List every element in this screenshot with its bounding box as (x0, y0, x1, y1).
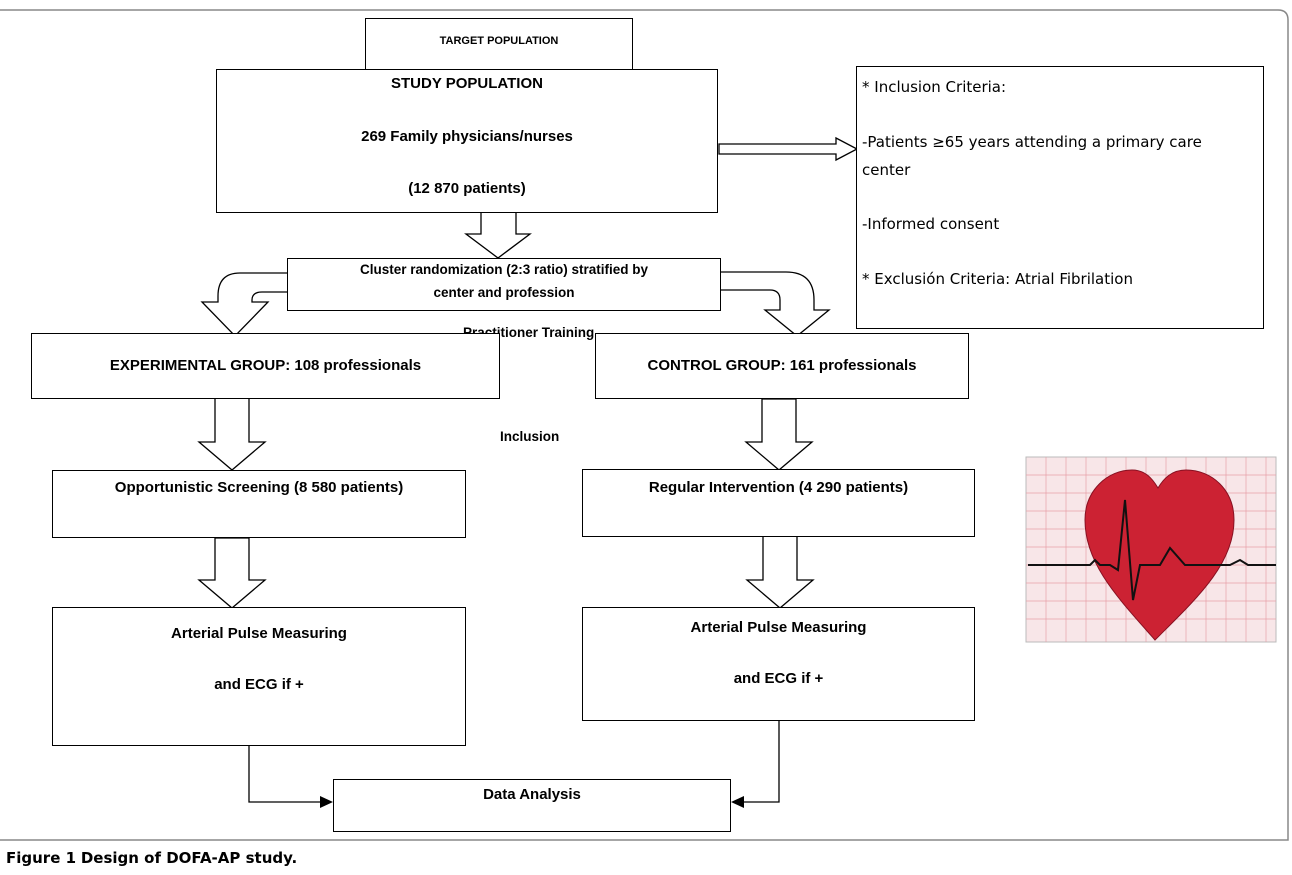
arrow-experimental-to-screening (197, 397, 267, 471)
randomization-box (287, 258, 721, 311)
inclusion-criteria-age: -Patients ≥65 years attending a primary … (862, 133, 1202, 151)
inclusion-criteria-header: * Inclusion Criteria: (862, 78, 1007, 96)
data-analysis-box (333, 779, 731, 832)
target-population-box (365, 18, 633, 70)
figure-caption: Figure 1 Design of DOFA-AP study. (6, 849, 297, 867)
exclusion-criteria: * Exclusión Criteria: Atrial Fibrilation (862, 270, 1133, 288)
control-group-label: CONTROL GROUP: 161 professionals (647, 357, 917, 374)
arrowhead-right-analysis (731, 796, 744, 808)
ecg-trace (1028, 499, 1276, 601)
criteria-box (856, 66, 1264, 329)
heart-ecg-image (1025, 456, 1277, 643)
arrow-control-to-regular (744, 398, 814, 471)
experimental-group-box (31, 333, 500, 399)
arrow-screening-to-measure (197, 537, 267, 609)
figure-caption-label: Figure 1 (6, 849, 77, 867)
randomization-line1: Cluster randomization (2:3 ratio) strati… (359, 262, 649, 277)
arrow-randomization-right (719, 271, 831, 337)
inclusion-criteria-age-cont: center (862, 161, 911, 179)
experimental-group-label: EXPERIMENTAL GROUP: 108 professionals (109, 357, 422, 374)
right-measuring-line2: and ECG if + (733, 670, 824, 687)
left-measuring-line1: Arterial Pulse Measuring (171, 625, 347, 642)
regular-intervention-label: Regular Intervention (4 290 patients) (648, 479, 909, 496)
heart-shape (1084, 469, 1235, 641)
target-population-label: TARGET POPULATION (439, 35, 559, 47)
regular-intervention-box (582, 469, 975, 537)
figure-caption-text: Design of DOFA-AP study. (80, 849, 298, 867)
arrow-to-criteria (718, 136, 859, 162)
study-population-patients: (12 870 patients) (408, 180, 526, 197)
right-measuring-box (582, 607, 975, 721)
arrow-study-to-randomization (464, 211, 532, 259)
study-population-box (216, 69, 718, 213)
left-measuring-line2: and ECG if + (214, 676, 304, 693)
inclusion-criteria-consent: -Informed consent (862, 215, 1000, 233)
arrow-regular-to-measure (745, 535, 815, 609)
control-group-box (595, 333, 969, 399)
arrow-randomization-left (200, 272, 289, 337)
arrowhead-left-analysis (320, 796, 333, 808)
opportunistic-screening-box (52, 470, 466, 538)
line-left-to-analysis (248, 745, 322, 803)
study-population-title: STUDY POPULATION (391, 75, 543, 92)
line-right-to-analysis (742, 720, 780, 803)
left-measuring-box (52, 607, 466, 746)
opportunistic-screening-label: Opportunistic Screening (8 580 patients) (114, 479, 404, 496)
data-analysis-label: Data Analysis (483, 786, 581, 803)
outer-frame (0, 9, 1289, 841)
randomization-line2: center and profession (433, 285, 575, 300)
inclusion-label: Inclusion (500, 429, 560, 444)
right-measuring-line1: Arterial Pulse Measuring (690, 619, 867, 636)
study-population-professionals: 269 Family physicians/nurses (361, 128, 573, 145)
